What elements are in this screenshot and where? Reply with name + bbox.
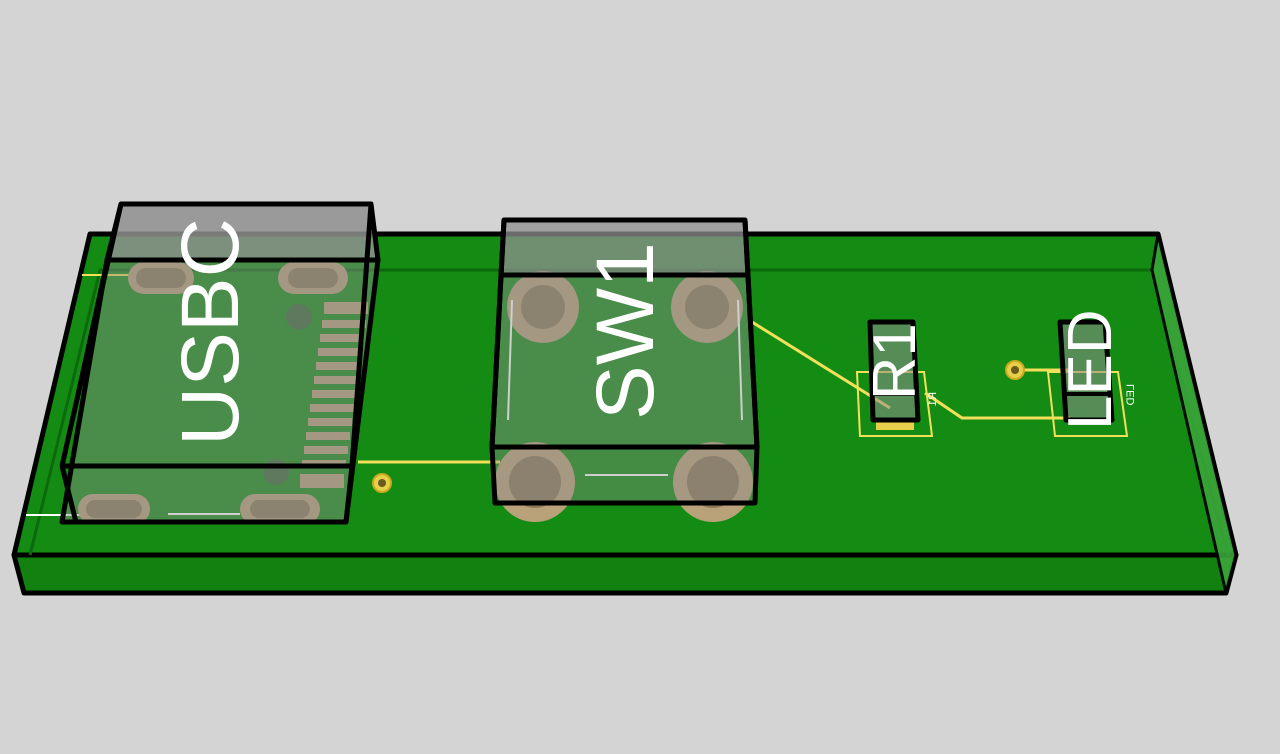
sw1-pad-hole xyxy=(687,456,739,508)
sw1-pad-hole xyxy=(509,456,561,508)
sw1-pad-hole xyxy=(685,285,729,329)
sw1-component[interactable]: SW1 xyxy=(489,217,760,522)
board-front-edge xyxy=(11,552,1239,596)
trace-r1-led xyxy=(924,391,1070,420)
usbc-signal-pins xyxy=(300,302,368,488)
r1-label: R1 xyxy=(861,323,928,400)
via-led-hole xyxy=(1011,366,1019,374)
sw1-label: SW1 xyxy=(580,242,671,420)
board-right-edge xyxy=(1150,232,1238,595)
usbc-edge xyxy=(343,465,355,523)
led-small-label: LED xyxy=(1125,384,1137,405)
usbc-label: USBC xyxy=(165,218,256,446)
sw1-edge xyxy=(742,219,760,448)
usbc-edge xyxy=(59,465,79,523)
sw1-inner-line xyxy=(507,299,513,421)
via-usbc-hole xyxy=(378,479,386,487)
sw1-inner-line xyxy=(737,299,743,421)
r1-component[interactable]: R1 R1 xyxy=(855,319,939,437)
usbc-pad-inner xyxy=(288,268,338,288)
led-label: LED xyxy=(1056,309,1125,430)
usbc-pad-inner xyxy=(250,500,310,518)
usbc-component[interactable]: USBC xyxy=(59,201,381,525)
r1-small-label: R1 xyxy=(927,392,939,406)
usbc-edge xyxy=(59,203,124,467)
usbc-pad-inner xyxy=(136,268,186,288)
led-component[interactable]: LED LED xyxy=(1046,309,1137,437)
usbc-mount-hole xyxy=(286,304,312,330)
sw1-pad-hole xyxy=(521,285,565,329)
r1-pad xyxy=(876,422,914,430)
usbc-edge xyxy=(349,203,374,467)
usbc-pad-inner xyxy=(86,500,142,518)
sw1-edge xyxy=(489,219,507,448)
trace-sw1-r1 xyxy=(751,320,891,410)
